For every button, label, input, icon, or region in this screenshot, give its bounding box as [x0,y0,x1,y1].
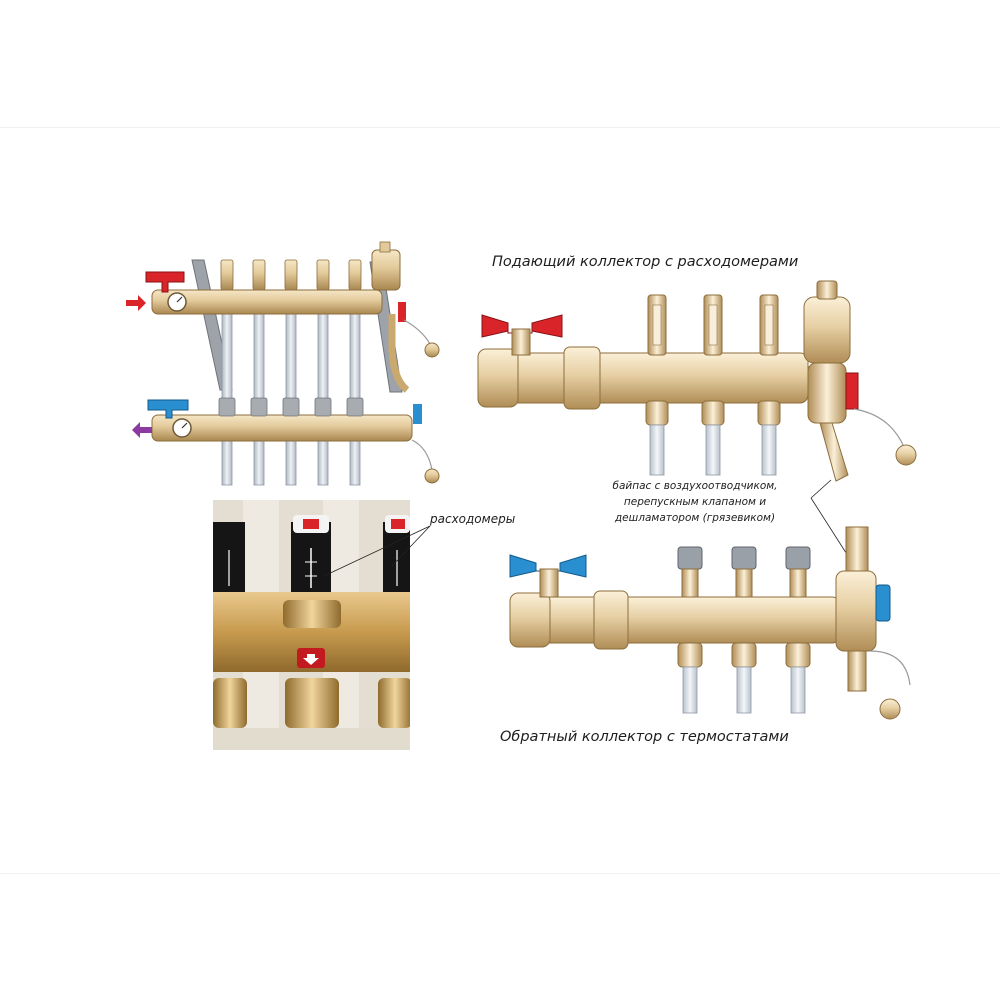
return-manifold-illustration [509,526,911,720]
supply-bar [151,289,383,315]
supply-valve-handle [145,271,185,293]
frame-top-line [0,127,1000,128]
bypass-caption-line3: дешламатором (грязевиком) [614,512,776,524]
lower-fittings [213,678,410,750]
return-valve-handle [147,399,189,419]
supply-flowmeters [220,259,362,291]
supply-bypass-red-handle [845,372,859,410]
supply-flowmeter-branches [645,294,781,476]
return-bypass-valve [835,526,877,692]
bypass-red-handle [398,302,406,322]
loop-pipes [221,309,361,486]
bypass-blue-handle [413,404,422,424]
bypass-caption-line2: перепускным клапаном и [623,496,767,508]
flowmeter-glass [213,515,410,592]
supply-drain-cap [853,408,917,466]
supply-arrow-icon [126,295,146,311]
flowmeters-leader-line [323,525,431,577]
supply-main-pipe [477,352,809,404]
flowmeters-photo [213,500,410,750]
bypass-caption: байпас с воздухоотводчиком, перепускным … [575,478,815,526]
return-bypass-blue-handle [875,584,891,622]
supply-manifold-illustration [477,280,917,482]
return-ball-valve-handle [509,554,587,578]
drain-cap-upper [403,319,440,358]
return-thermostat-branches [677,546,811,714]
return-manifold-caption: Обратный коллектор с термостатами [500,729,789,745]
frame-bottom-line [0,873,1000,874]
manifold-assembly-illustration [126,241,440,486]
flowmeters-caption: расходомеры [430,512,516,526]
return-thermostat-caps [218,397,364,417]
return-drain-cap [869,650,911,720]
drain-cap-lower [411,439,440,484]
air-vent [371,241,401,291]
supply-manifold-caption: Подающий коллектор с расходомерами [492,254,799,270]
return-bar [151,414,413,442]
supply-air-vent [803,280,851,482]
supply-ball-valve-handle [481,314,563,338]
return-arrow-icon [132,422,152,438]
return-main-pipe [509,596,841,644]
bypass-caption-line1: байпас с воздухоотводчиком, [612,480,778,492]
bypass-pipe [388,314,410,393]
